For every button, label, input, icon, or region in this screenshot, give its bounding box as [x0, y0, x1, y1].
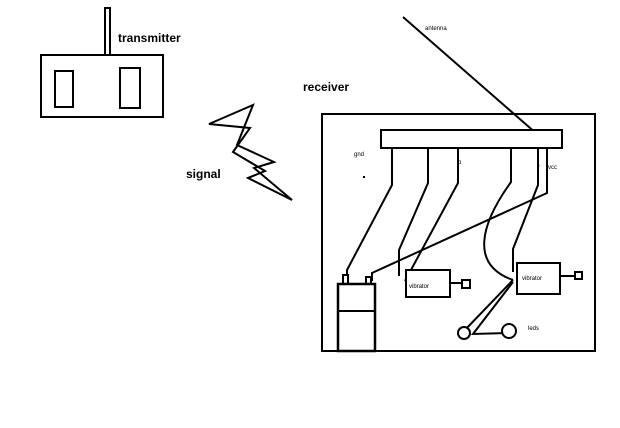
led-left [457, 326, 471, 340]
wire-f-right [483, 148, 514, 281]
pin-label-b: b [458, 160, 462, 166]
transmitter-right-stick [119, 67, 141, 109]
leds-label: leds [528, 326, 539, 332]
wire-gnd [346, 148, 393, 276]
pin-label-gnd: gnd [354, 152, 364, 158]
vibrator-right-label: vibrator [522, 276, 542, 282]
led-wire-lower [470, 281, 514, 336]
transmitter-antenna [104, 7, 111, 56]
transmitter-label: transmitter [118, 31, 181, 45]
vibrator-right-body [516, 262, 561, 295]
vibrator-left-body [405, 269, 451, 298]
vibrator-left-label: vibrator [409, 284, 429, 290]
transmitter-left-stick [54, 70, 74, 108]
vibrator-left: vibrator [405, 269, 471, 298]
wire-vcc [371, 148, 548, 281]
led-right [501, 323, 517, 339]
pin-label-vcc: vcc [548, 165, 557, 171]
receiver-box [321, 113, 596, 352]
wire-f-left [398, 148, 429, 276]
signal: signal [186, 103, 293, 201]
wire-b [404, 148, 459, 282]
battery-body [336, 282, 377, 353]
battery-terminal-left [342, 274, 349, 285]
wire-r [512, 148, 539, 272]
receiver-antenna [402, 16, 554, 149]
receiver-label: receiver [303, 80, 349, 94]
receiver: receiver antenna gnd f b f r vcc [303, 16, 596, 353]
vibrator-left-weight [461, 279, 471, 289]
stray-mark [363, 176, 365, 178]
vibrator-right: vibrator [516, 262, 583, 295]
led-wire-upper [462, 279, 514, 333]
receiver-pin-header [380, 129, 563, 149]
battery [336, 274, 377, 353]
vibrator-right-weight [574, 271, 583, 280]
lightning-bolt-icon [208, 103, 293, 201]
signal-label: signal [186, 167, 221, 181]
antenna-label: antenna [425, 26, 447, 32]
transmitter: transmitter [40, 7, 181, 118]
leds: leds [457, 279, 539, 340]
